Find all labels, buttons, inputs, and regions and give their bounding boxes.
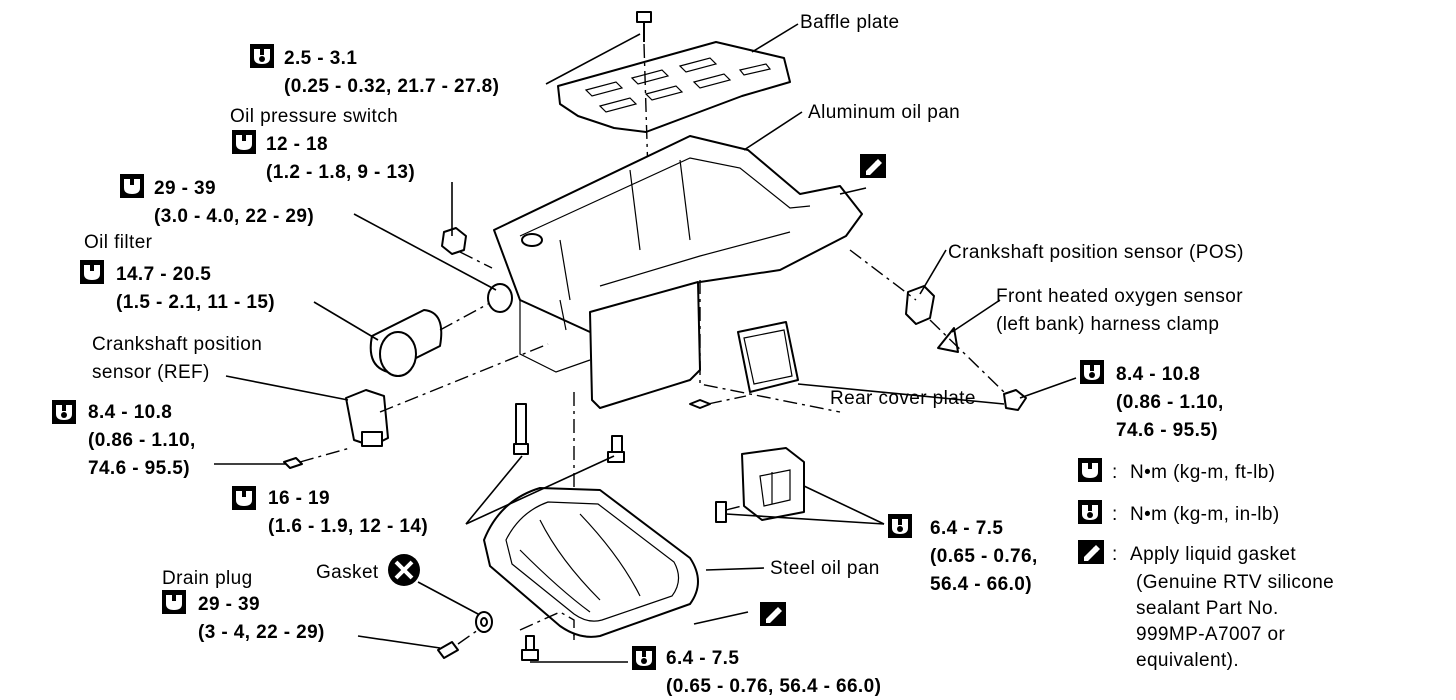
torque-ref-3: 74.6 - 95.5)	[88, 458, 190, 479]
torque-filter-2: (1.5 - 2.1, 11 - 15)	[116, 292, 275, 313]
oil-pressure-switch	[441, 227, 493, 269]
legend-gasket-1: Apply liquid gasket	[1130, 544, 1296, 565]
torque-pan-2: (1.6 - 1.9, 12 - 14)	[268, 516, 428, 537]
label-drain-plug: Drain plug	[162, 568, 253, 589]
legend-ftlb: N•m (kg-m, ft-lb)	[1130, 462, 1275, 483]
do-not-reuse-icon	[388, 554, 420, 586]
legend-colon-1: :	[1112, 462, 1118, 483]
legend-gasket-5: equivalent).	[1136, 650, 1239, 671]
torque-wrench-inlb-icon	[632, 646, 656, 670]
torque-baffle-1: 2.5 - 3.1	[284, 48, 357, 69]
liquid-gasket-icon	[860, 154, 886, 178]
torque-wrench-inlb-icon	[250, 44, 274, 68]
legend-colon-3: :	[1112, 544, 1118, 565]
crankshaft-position-sensor-pos	[849, 249, 1027, 411]
torque-ref-1: 8.4 - 10.8	[88, 402, 172, 423]
legend-gasket-2: (Genuine RTV silicone	[1136, 572, 1334, 593]
legend-inlb: N•m (kg-m, in-lb)	[1130, 504, 1280, 525]
label-rear-cover-plate: Rear cover plate	[830, 388, 976, 409]
torque-steel-2: (0.65 - 0.76, 56.4 - 66.0)	[666, 676, 881, 697]
torque-ops-1: 12 - 18	[266, 134, 328, 155]
steel-pan-bolt	[519, 611, 575, 661]
steel-oil-pan	[483, 487, 699, 638]
torque-drain-1: 29 - 39	[198, 594, 260, 615]
legend-ftlb-icon	[1078, 458, 1102, 482]
torque-ref-2: (0.86 - 1.10,	[88, 430, 196, 451]
leader-lines	[214, 23, 1077, 663]
torque-wrench-ftlb-icon	[232, 130, 256, 154]
label-front-o2-2: (left bank) harness clamp	[996, 314, 1219, 335]
drain-plug	[437, 629, 479, 659]
legend-gasket-4: 999MP-A7007 or	[1136, 624, 1286, 645]
label-front-o2-1: Front heated oxygen sensor	[996, 286, 1243, 307]
legend-inlb-icon	[1078, 500, 1102, 524]
torque-baffle-2: (0.25 - 0.32, 21.7 - 27.8)	[284, 76, 499, 97]
legend-colon-2: :	[1112, 504, 1118, 525]
gasket-washer	[475, 611, 493, 633]
sensor-bracket	[715, 447, 805, 523]
torque-pos-2: (0.86 - 1.10,	[1116, 392, 1224, 413]
legend-gasket-3: sealant Part No.	[1136, 598, 1279, 619]
liquid-gasket-icon	[760, 602, 786, 626]
torque-rear-3: 56.4 - 66.0)	[930, 574, 1032, 595]
label-crank-pos: Crankshaft position sensor (POS)	[948, 242, 1244, 263]
label-aluminum-oil-pan: Aluminum oil pan	[808, 102, 960, 123]
torque-wrench-ftlb-icon	[232, 486, 256, 510]
label-oil-filter: Oil filter	[84, 232, 153, 253]
label-baffle-plate: Baffle plate	[800, 12, 900, 33]
torque-wrench-inlb-icon	[52, 400, 76, 424]
legend-liquid-gasket-icon	[1078, 540, 1104, 564]
label-crank-ref-2: sensor (REF)	[92, 362, 210, 383]
rear-cover-plate	[689, 321, 799, 409]
torque-stud-1: 29 - 39	[154, 178, 216, 199]
torque-pos-3: 74.6 - 95.5)	[1116, 420, 1218, 441]
torque-rear-2: (0.65 - 0.76,	[930, 546, 1038, 567]
torque-stud-2: (3.0 - 4.0, 22 - 29)	[154, 206, 314, 227]
pan-bolts	[513, 392, 625, 640]
aluminum-oil-pan	[493, 135, 863, 413]
baffle-plate	[557, 41, 791, 133]
label-gasket: Gasket	[316, 562, 379, 583]
torque-steel-1: 6.4 - 7.5	[666, 648, 739, 669]
torque-ops-2: (1.2 - 1.8, 9 - 13)	[266, 162, 415, 183]
torque-wrench-ftlb-icon	[120, 174, 144, 198]
torque-wrench-inlb-icon	[1080, 360, 1104, 384]
label-oil-pressure-switch: Oil pressure switch	[230, 106, 398, 127]
torque-wrench-inlb-icon	[888, 514, 912, 538]
torque-wrench-ftlb-icon	[162, 590, 186, 614]
label-steel-oil-pan: Steel oil pan	[770, 558, 880, 579]
crankshaft-position-sensor-ref	[283, 343, 549, 469]
oil-filter	[369, 283, 513, 377]
label-crank-ref-1: Crankshaft position	[92, 334, 262, 355]
torque-rear-1: 6.4 - 7.5	[930, 518, 1003, 539]
torque-pos-1: 8.4 - 10.8	[1116, 364, 1200, 385]
torque-drain-2: (3 - 4, 22 - 29)	[198, 622, 325, 643]
torque-filter-1: 14.7 - 20.5	[116, 264, 211, 285]
torque-wrench-ftlb-icon	[80, 260, 104, 284]
torque-pan-1: 16 - 19	[268, 488, 330, 509]
